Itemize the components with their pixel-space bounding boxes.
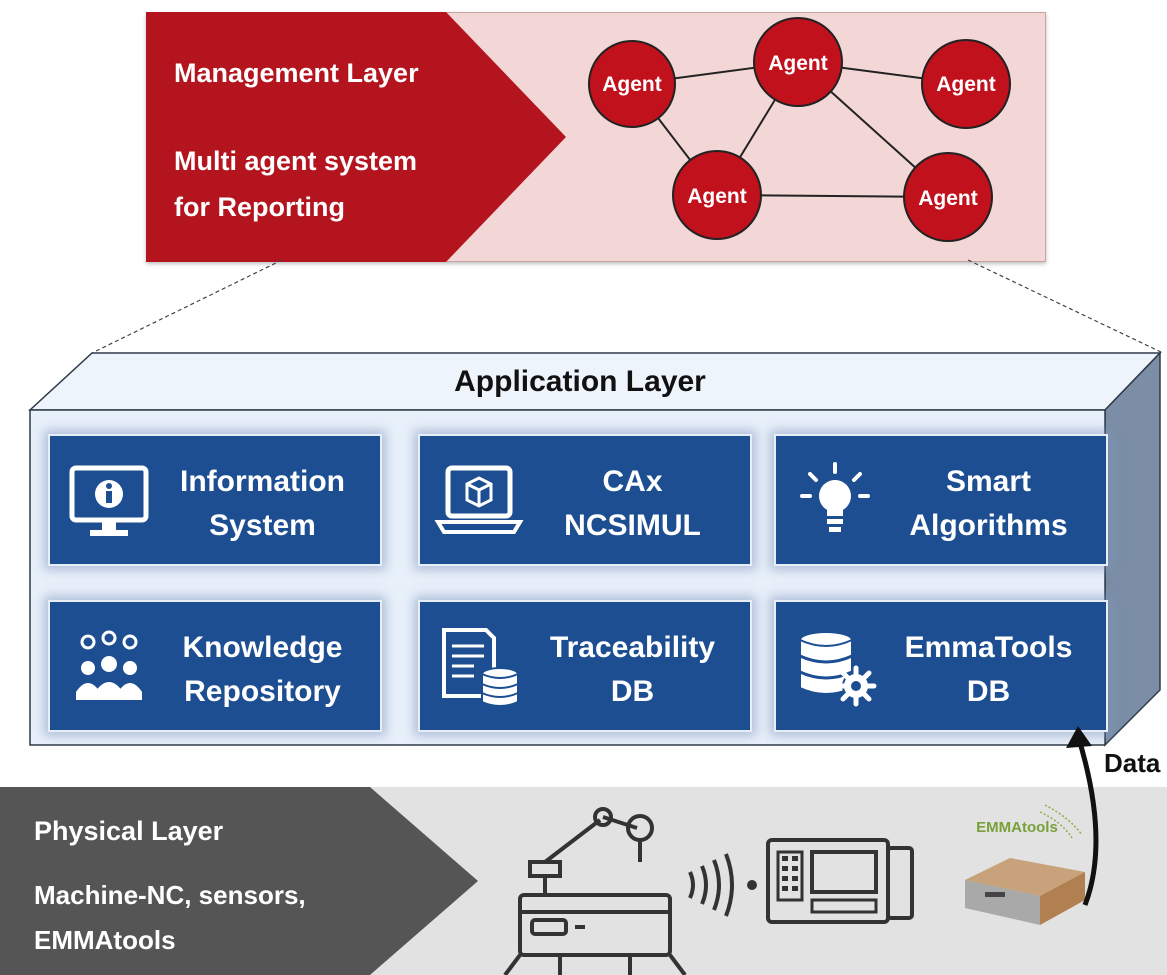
physical-layer-line1: Machine-NC, sensors, <box>34 880 306 910</box>
tile-emmatools-db: EmmaTools DB <box>774 600 1108 732</box>
tile-label: Knowledge Repository <box>182 631 343 708</box>
management-layer-subtitle-line2: for Reporting <box>174 192 345 222</box>
projection-line-right <box>967 259 1164 354</box>
tile-label: EmmaTools DB <box>904 631 1073 708</box>
tile-traceability-db: Traceability DB <box>418 600 752 732</box>
tile-information-system: Information System <box>48 434 382 566</box>
application-layer-title: Application Layer <box>454 365 706 398</box>
tile-knowledge-repository: Knowledge Repository <box>48 600 382 732</box>
tile-cax-ncsimul: CAx NCSIMUL <box>418 434 752 566</box>
lightbulb-icon <box>800 462 870 532</box>
tile-label: Smart Algorithms <box>909 465 1068 542</box>
tile-label: Traceability DB <box>549 631 716 708</box>
physical-layer-title: Physical Layer <box>34 816 224 846</box>
tile-smart-algorithms: Smart Algorithms <box>774 434 1108 566</box>
database-gear-icon <box>799 631 877 707</box>
data-arrow-label: Data <box>1104 748 1161 778</box>
tile-label: Information System <box>180 465 345 542</box>
management-layer-title: Management Layer <box>174 58 419 88</box>
info-monitor-icon <box>69 465 149 536</box>
physical-layer-line2: EMMAtools <box>34 925 176 955</box>
document-database-icon <box>442 628 519 707</box>
management-layer-arrow-shape <box>146 12 566 262</box>
physical-layer-arrow-shape <box>0 787 478 975</box>
management-layer-subtitle-line1: Multi agent system <box>174 146 418 176</box>
application-box-side-face <box>1104 351 1161 747</box>
projection-line-left <box>91 259 283 354</box>
laptop-cube-icon <box>434 465 524 534</box>
tile-label: CAx NCSIMUL <box>564 465 701 542</box>
people-ideas-icon <box>76 630 142 700</box>
